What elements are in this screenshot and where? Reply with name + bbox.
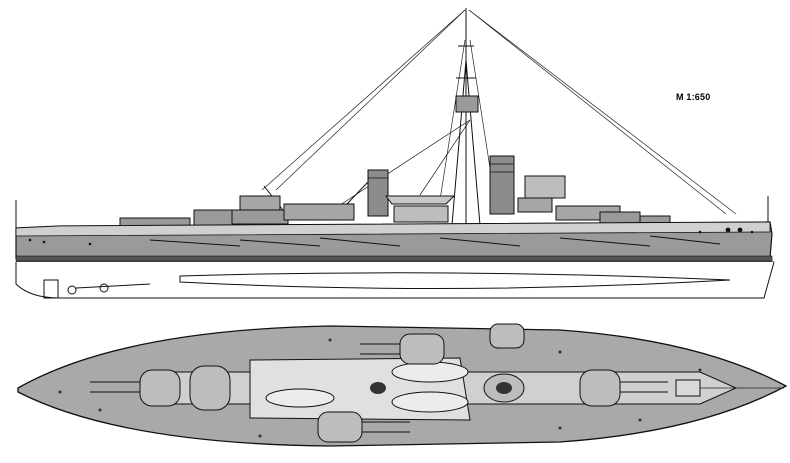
tripod-mast [451,8,481,226]
scale-label: M 1:650 [676,92,711,102]
forward-funnel [367,169,389,217]
side-elevation-view [15,8,775,299]
plan-view [17,323,788,447]
main-turrets-plan [139,323,621,443]
aft-funnel [489,155,515,215]
rigging-lines [261,9,737,215]
underwater-hull [15,261,775,299]
spotting-top [455,95,479,113]
